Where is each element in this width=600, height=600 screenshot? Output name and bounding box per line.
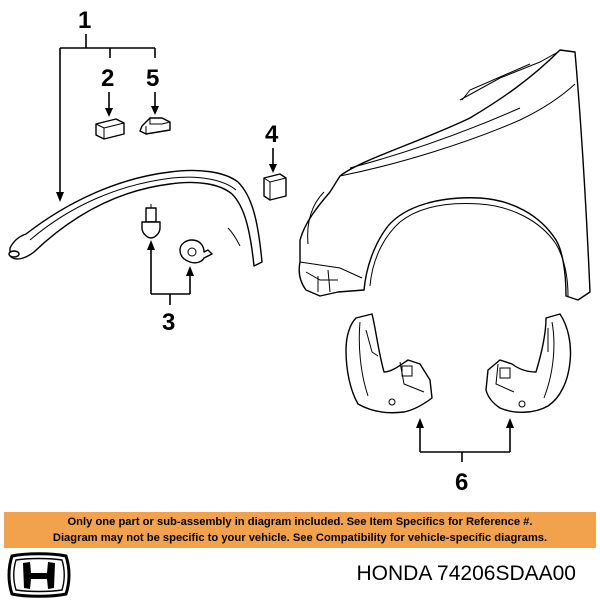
honda-h-logo-icon — [7, 552, 71, 598]
brand-name: HONDA — [356, 562, 432, 585]
callout-1: 1 — [78, 7, 91, 34]
callout-4: 4 — [265, 121, 279, 148]
parts-diagram: 1 2 5 — [8, 7, 591, 496]
disclaimer-line-2: Diagram may not be specific to your vehi… — [52, 532, 548, 544]
fastener-part-3a — [141, 204, 161, 239]
fastener-part-3b — [179, 239, 213, 264]
clip-part-5 — [139, 117, 171, 135]
part-number: 74206SDAA00 — [437, 562, 576, 585]
disclaimer-line-1: Only one part or sub-assembly in diagram… — [67, 516, 533, 528]
clip-part-4 — [263, 173, 287, 201]
mud-guard-left — [345, 313, 433, 414]
front-fender — [298, 49, 591, 301]
part-label: HONDA 74206SDAA00 — [357, 562, 576, 586]
callout-5-arrow — [151, 92, 159, 115]
footer: HONDA 74206SDAA00 — [0, 548, 600, 600]
mud-guard-right — [485, 313, 572, 413]
callout-4-arrow — [269, 148, 277, 173]
disclaimer-banner: Only one part or sub-assembly in diagram… — [4, 512, 596, 548]
callout-1-leaders — [56, 34, 156, 202]
callout-3-leaders — [147, 240, 194, 305]
callout-2-arrow — [105, 92, 113, 117]
callout-2: 2 — [101, 65, 114, 92]
fender-arch-molding-part-1 — [8, 169, 263, 267]
clip-part-2 — [95, 118, 125, 140]
callout-6: 6 — [455, 469, 468, 496]
callout-6-leaders — [416, 418, 514, 462]
callout-3: 3 — [162, 309, 175, 336]
callout-5: 5 — [146, 65, 159, 92]
